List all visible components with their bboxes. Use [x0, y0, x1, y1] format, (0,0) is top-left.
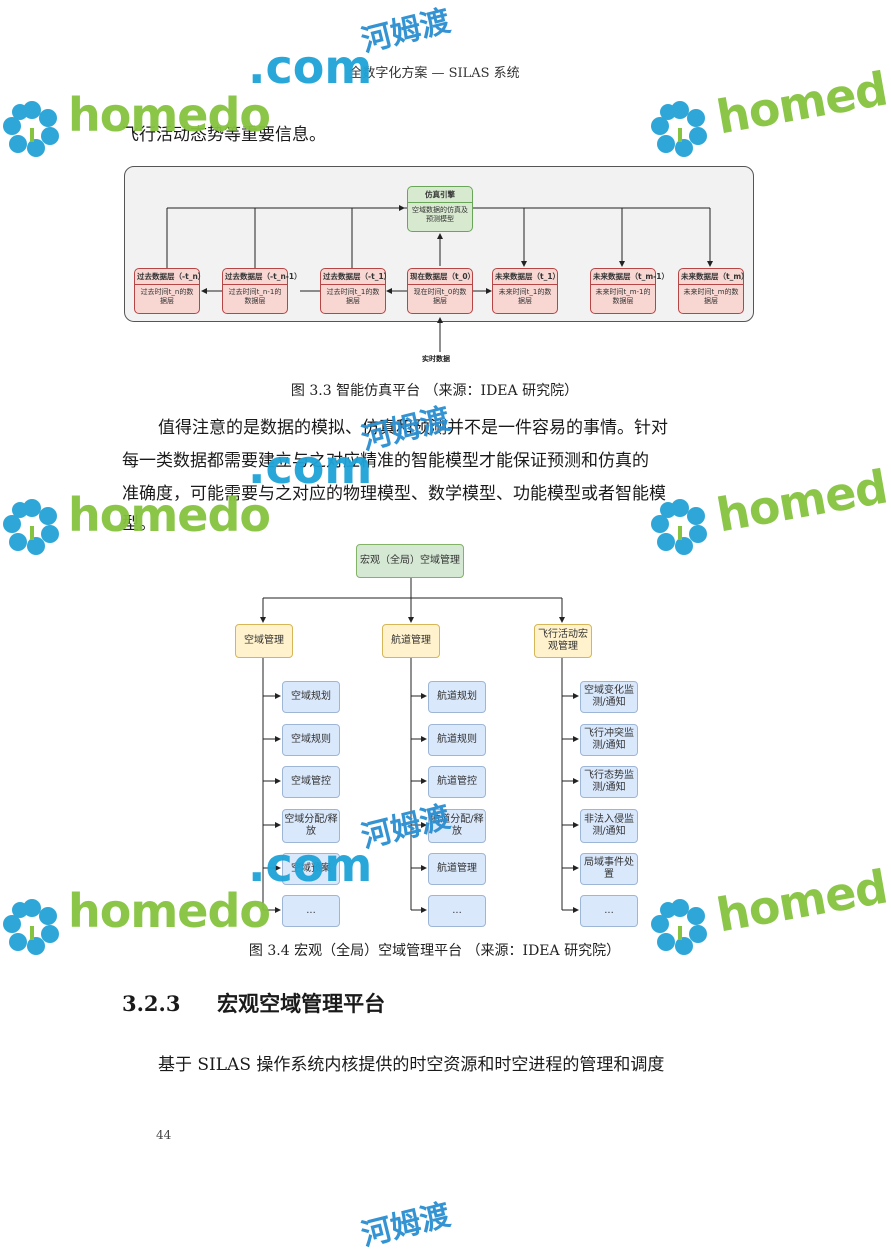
- figure-3-3-caption: 图 3.3 智能仿真平台 （来源：IDEA 研究院）: [290, 383, 579, 399]
- data-layer-node: 过去数据层（-t_1） 过去时间t_1的数据层: [320, 268, 391, 314]
- data-layer-node: 未来数据层（t_m） 未来时间t_m的数据层: [678, 268, 749, 314]
- paragraph-line: 准确度，可能需要与之对应的物理模型、数学模型、功能模型或者智能模: [122, 484, 666, 504]
- leaf-node: ...: [428, 895, 486, 927]
- figure-3-4-caption: 图 3.4 宏观（全局）空域管理平台 （来源：IDEA 研究院）: [248, 943, 621, 959]
- flower-logo-icon: [3, 899, 59, 955]
- leaf-node: 空域预案: [282, 853, 340, 885]
- figure-3-4-connectors: [260, 577, 579, 913]
- leaf-node: 空域规则: [282, 724, 340, 756]
- leaf-node: 航道管控: [428, 766, 486, 798]
- paragraph-line: 每一类数据都需要建立与之对应精准的智能模型才能保证预测和仿真的: [122, 451, 649, 471]
- leaf-node: 航道规划: [428, 681, 486, 713]
- section-number: 3.2.3: [122, 991, 181, 1016]
- leaf-node: 飞行冲突监测/通知: [580, 724, 638, 756]
- flower-logo-icon: [651, 101, 707, 157]
- leaf-node: 航道分配/释放: [428, 809, 486, 843]
- simulation-engine-node: 仿真引擎 空域数据的仿真及预测模型: [407, 186, 473, 232]
- data-layer-node: 未来数据层（t_1） 未来时间t_1的数据层: [492, 268, 560, 314]
- simulation-engine-body: 空域数据的仿真及预测模型: [412, 206, 468, 223]
- data-layer-node: 未来数据层（t_m-1） 未来时间t_m-1的数据层: [590, 268, 669, 314]
- leaf-node: 局域事件处置: [580, 853, 638, 885]
- figure-3-3-connectors: [166, 205, 713, 352]
- leaf-node: 空域规划: [282, 681, 340, 713]
- paragraph-line: 基于 SILAS 操作系统内核提供的时空资源和时空进程的管理和调度: [158, 1055, 665, 1075]
- data-layer-body: 未来时间t_1的数据层: [498, 288, 552, 305]
- flower-logo-icon: [651, 499, 707, 555]
- flower-logo-icon: [651, 899, 707, 955]
- data-layer-body: 过去时间t_n的数据层: [140, 288, 194, 305]
- category-node: 飞行活动宏观管理: [534, 624, 592, 658]
- leaf-node: ...: [282, 895, 340, 927]
- running-header: 全数字化方案 — SILAS 系统: [349, 66, 520, 81]
- data-layer-title: 过去数据层（-t_n-1）: [223, 269, 302, 285]
- leaf-node: 非法入侵监测/通知: [580, 809, 638, 843]
- simulation-engine-title: 仿真引擎: [408, 187, 472, 203]
- data-layer-body: 过去时间t_n-1的数据层: [228, 288, 282, 305]
- realtime-data-label: 实时数据: [422, 355, 450, 363]
- data-layer-node: 过去数据层（-t_n-1） 过去时间t_n-1的数据层: [222, 268, 302, 314]
- section-heading: 3.2.3 宏观空域管理平台: [122, 988, 385, 1018]
- data-layer-body: 过去时间t_1的数据层: [326, 288, 380, 305]
- category-node: 空域管理: [235, 624, 293, 658]
- data-layer-title: 现在数据层（t_0）: [408, 269, 475, 285]
- paragraph-line: 值得注意的是数据的模拟、仿真和预测并不是一件容易的事情。针对: [158, 418, 668, 438]
- flower-logo-icon: [3, 101, 59, 157]
- data-layer-title: 未来数据层（t_m-1）: [591, 269, 669, 285]
- leaf-node: 航道管理: [428, 853, 486, 885]
- leaf-node: 空域分配/释放: [282, 809, 340, 843]
- leaf-node: 航道规则: [428, 724, 486, 756]
- data-layer-body: 未来时间t_m-1的数据层: [595, 288, 651, 305]
- leaf-node: 空域变化监测/通知: [580, 681, 638, 713]
- root-node: 宏观（全局）空域管理: [356, 544, 464, 578]
- data-layer-body: 未来时间t_m的数据层: [683, 288, 739, 305]
- data-layer-node: 过去数据层（-t_n） 过去时间t_n的数据层: [134, 268, 205, 314]
- leaf-node: ...: [580, 895, 638, 927]
- watermark-chinese: 河姆渡: [357, 1197, 454, 1254]
- data-layer-body: 现在时间t_0的数据层: [413, 288, 467, 305]
- paragraph-line: 型。: [122, 514, 156, 534]
- intro-line: 飞行活动态势等重要信息。: [122, 125, 326, 145]
- data-layer-title: 过去数据层（-t_1）: [321, 269, 391, 285]
- data-layer-title: 未来数据层（t_m）: [679, 269, 749, 285]
- data-layer-title: 未来数据层（t_1）: [493, 269, 560, 285]
- page-number: 44: [156, 1128, 172, 1142]
- flower-logo-icon: [3, 499, 59, 555]
- leaf-node: 飞行态势监测/通知: [580, 766, 638, 798]
- data-layer-node: 现在数据层（t_0） 现在时间t_0的数据层: [407, 268, 475, 314]
- section-title: 宏观空域管理平台: [217, 991, 386, 1016]
- leaf-node: 空域管控: [282, 766, 340, 798]
- category-node: 航道管理: [382, 624, 440, 658]
- data-layer-title: 过去数据层（-t_n）: [135, 269, 205, 285]
